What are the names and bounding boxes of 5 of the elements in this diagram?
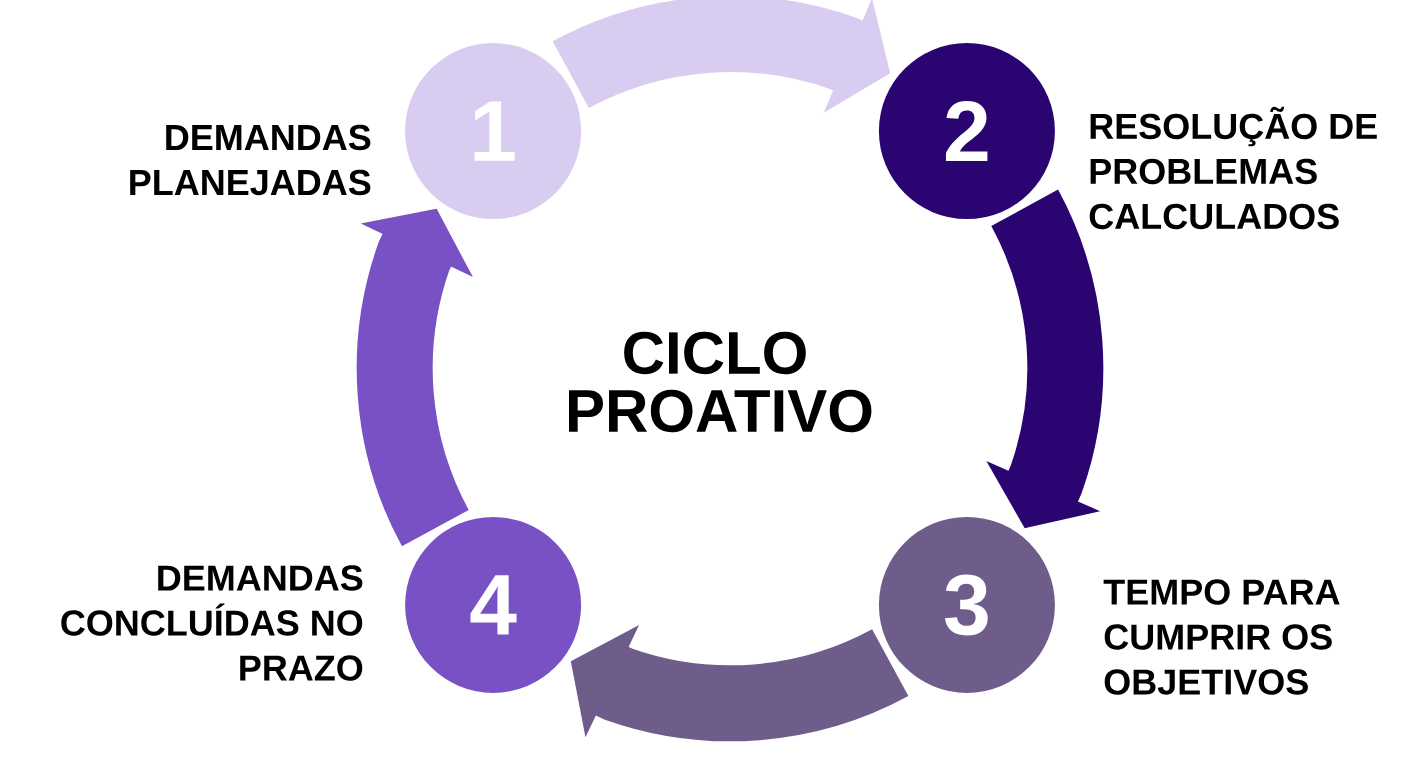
step-label: DEMANDAS PLANEJADAS <box>130 124 371 196</box>
step-label: RESOLUÇÃO DE PROBLEMAS CALCULADOS <box>1089 106 1377 230</box>
center-title: CICLO PROATIVO <box>569 331 872 433</box>
step-label: TEMPO PARA CUMPRIR OS OBJETIVOS <box>1103 579 1340 695</box>
step-label: DEMANDAS CONCLUÍDAS NO PRAZO <box>61 565 363 681</box>
